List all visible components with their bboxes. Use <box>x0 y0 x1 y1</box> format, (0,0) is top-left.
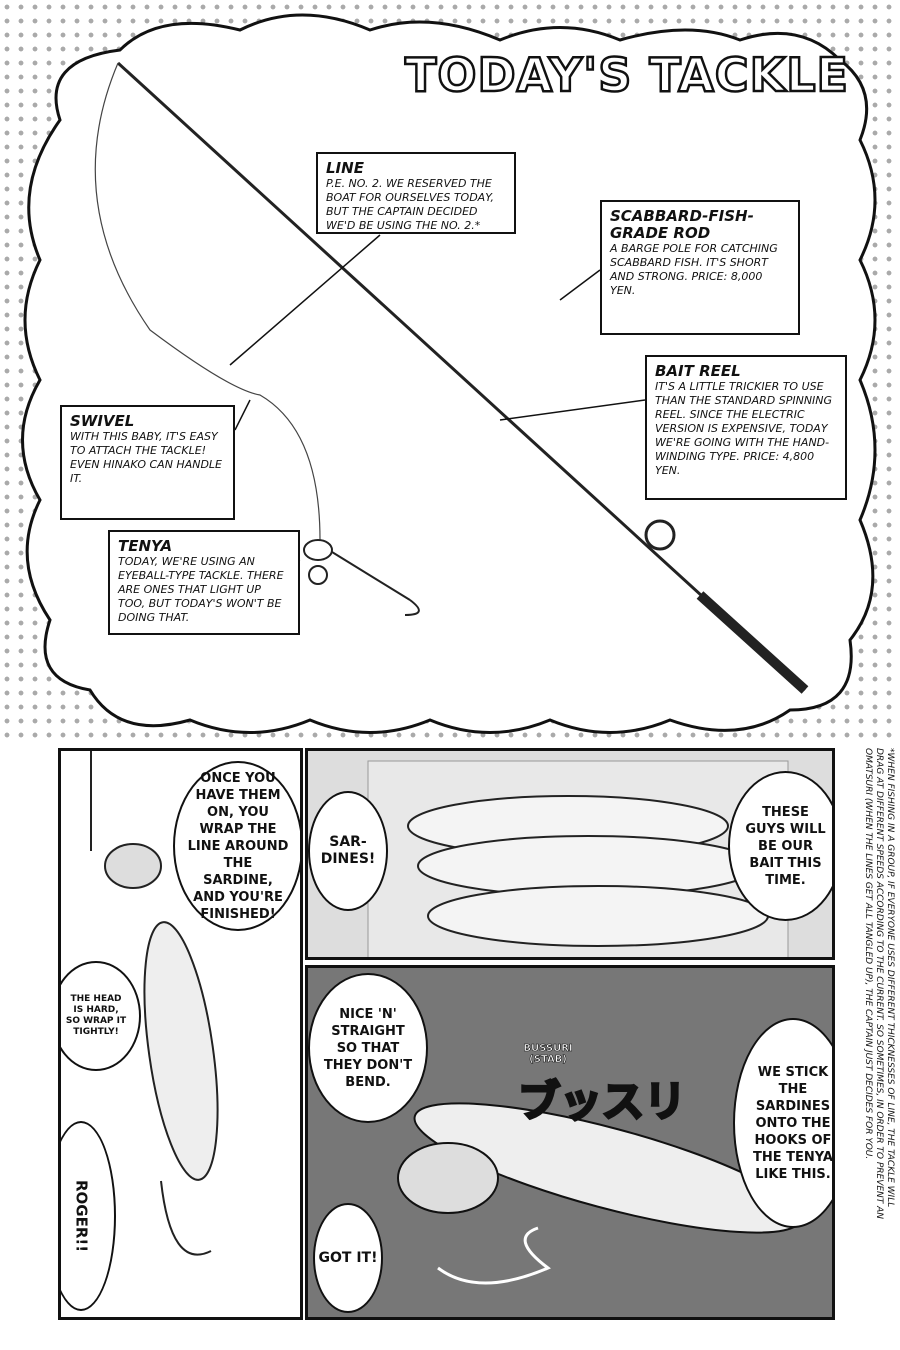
speech-bubble: We stick the sardines onto the hooks of … <box>733 1018 832 1228</box>
label-tenya: TENYAToday, we're using an eyeball-type … <box>108 530 300 635</box>
label-bait-reel: BAIT REELIt's a little trickier to use t… <box>645 355 847 500</box>
panel-wrapping: Once you have them on, you wrap the line… <box>58 748 303 1320</box>
label-text: A barge pole for catching scabbard fish.… <box>610 242 778 297</box>
panel-sardines: Sar-dines! These guys will be our bait t… <box>305 748 835 960</box>
speech-bubble: Sar-dines! <box>308 791 388 911</box>
label-swivel: SWIVELWith this baby, it's easy to attac… <box>60 405 235 520</box>
label-text: Today, we're using an eyeball-type tackl… <box>118 555 284 624</box>
fishing-rod <box>94 61 809 694</box>
label-text: It's a little trickier to use than the s… <box>655 380 833 477</box>
footnote: *When fishing in a group, if everyone us… <box>863 748 895 1220</box>
speech-bubble: Nice 'n' straight so that they don't ben… <box>308 973 428 1123</box>
label-heading: SWIVEL <box>70 412 135 430</box>
label-heading: TENYA <box>118 537 173 555</box>
panel-stab: BUSSURI (STAB) ブッスリ Nice 'n' straight so… <box>305 965 835 1320</box>
speech-bubble: Once you have them on, you wrap the line… <box>173 761 300 931</box>
speech-bubble: ROGER!! <box>61 1121 116 1311</box>
label-text: P.E. No. 2. We reserved the boat for our… <box>326 177 495 232</box>
label-heading: LINE <box>326 159 364 177</box>
sardine-on-tenya-drawing <box>397 1102 803 1285</box>
sfx-translation: BUSSURI (STAB) <box>523 1043 573 1066</box>
label-text: With this baby, it's easy to attach the … <box>70 430 222 485</box>
speech-bubble: The head is hard, so wrap it tightly! <box>61 961 141 1071</box>
sfx-katakana: ブッスリ <box>516 1076 687 1128</box>
label-heading: BAIT REEL <box>655 362 741 380</box>
speech-bubble: These guys will be our bait this time. <box>728 771 832 921</box>
page-title: TODAY'S TACKLE <box>404 47 849 104</box>
label-heading: SCABBARD-FISH-GRADE ROD <box>610 207 754 242</box>
sardine-on-hook-drawing <box>90 751 219 1256</box>
speech-bubble: Got it! <box>313 1203 383 1313</box>
tenya-hook <box>303 539 420 616</box>
